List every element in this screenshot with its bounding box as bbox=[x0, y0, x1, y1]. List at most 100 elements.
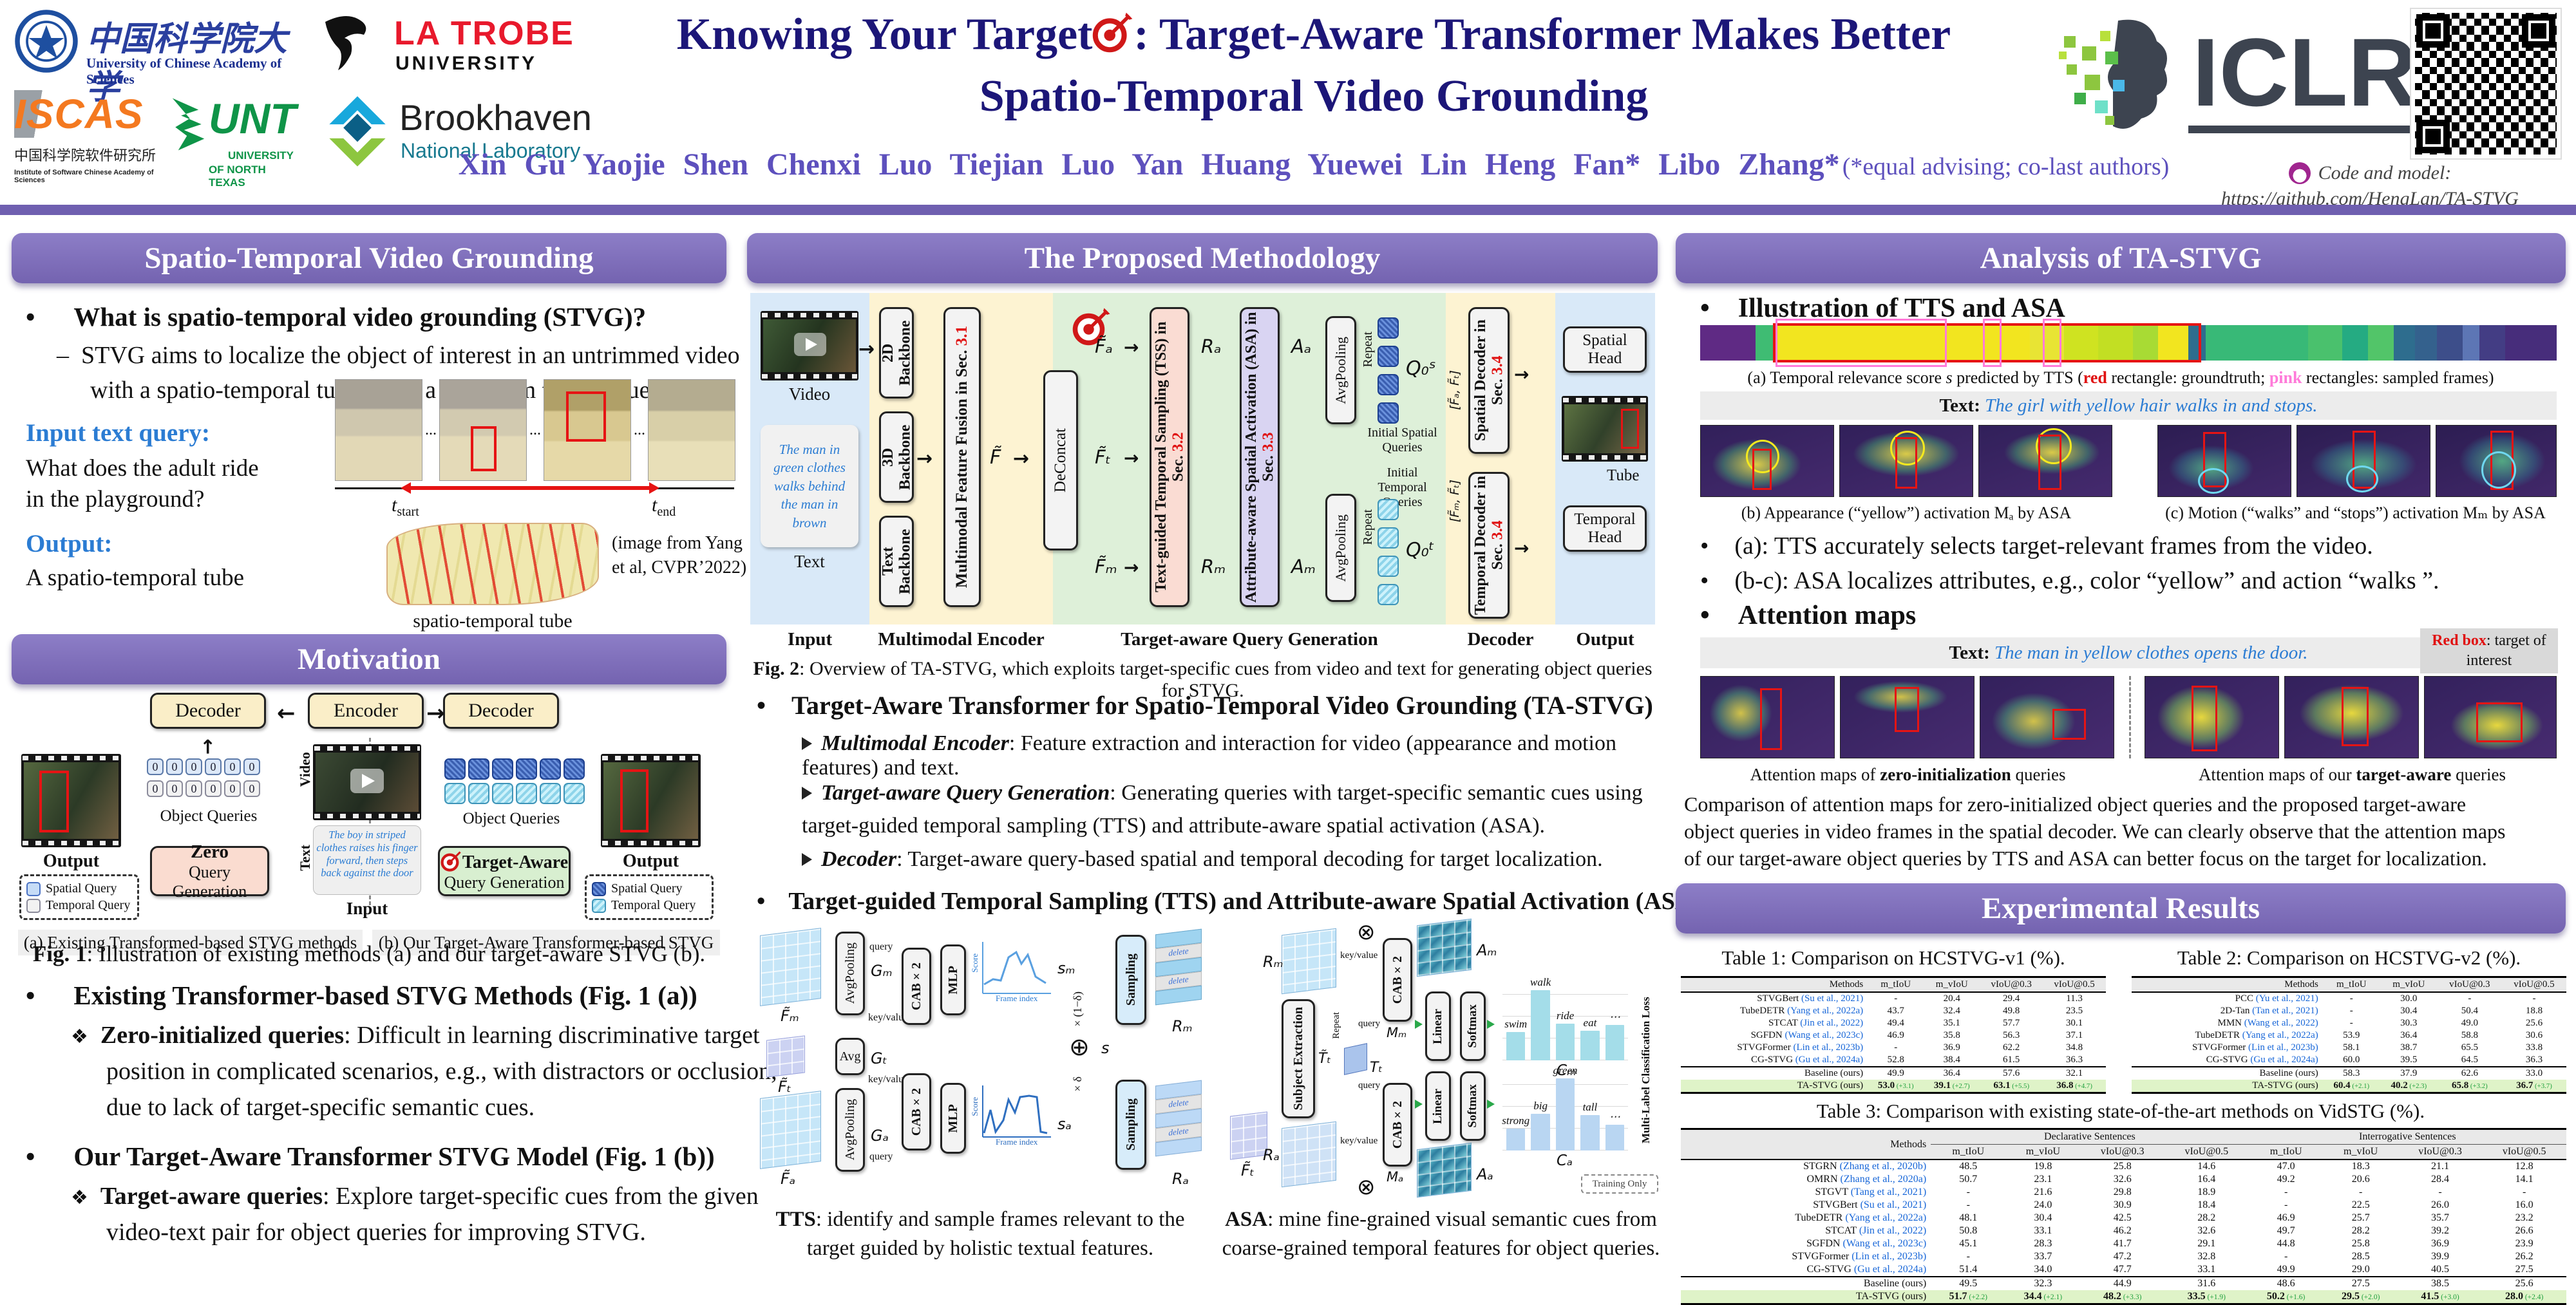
attnmap-ta-2 bbox=[2284, 676, 2419, 758]
groundtruth-red-rect bbox=[1773, 323, 2202, 362]
tastvg-item-3: Decoder: Target-aware query-based spatia… bbox=[802, 847, 1658, 872]
asa-query-bottom: query bbox=[1358, 1080, 1381, 1091]
target-icon bbox=[440, 851, 461, 872]
tastvg-title: •Target-Aware Transformer for Spatio-Tem… bbox=[757, 691, 1653, 720]
score-segment bbox=[2479, 325, 2506, 361]
fig2-ft-label: F̃ₜ bbox=[1095, 446, 1112, 468]
title-post: : Target-Aware Transformer Makes Better bbox=[1133, 10, 1951, 59]
unt-logo: UNT UNIVERSITY OF NORTH TEXAS bbox=[169, 90, 304, 200]
attnmap-zero-2 bbox=[1840, 676, 1975, 758]
code-label: Code and model: bbox=[2318, 162, 2452, 183]
fig2-video bbox=[761, 311, 858, 380]
chart-bar: walk bbox=[1530, 976, 1551, 1060]
query-square bbox=[492, 783, 513, 804]
fig2-am-label: Aₘ bbox=[1291, 556, 1316, 577]
section-header-analysis: Analysis of TA-STVG bbox=[1676, 233, 2566, 283]
fig1-output-left-label: Output bbox=[43, 851, 100, 871]
query-square bbox=[468, 758, 489, 780]
fig1-target-aware-query-generation: Target-Aware Query Generation bbox=[438, 846, 571, 896]
fig1-ta-queries bbox=[443, 757, 589, 784]
arrow-icon: → bbox=[858, 338, 875, 361]
input-query-label: Input text query: bbox=[26, 419, 211, 447]
brookhaven-logo: Brookhaven National Laboratory bbox=[322, 95, 599, 179]
asa-mm-label: Mₘ bbox=[1387, 1025, 1407, 1040]
fig1-text-bubble: The boy in striped clothes raises his fi… bbox=[313, 825, 421, 895]
fig1-text-label: Text bbox=[297, 845, 313, 871]
caption-a: (a) Temporal relevance score s predicted… bbox=[1747, 368, 2494, 387]
image-credit-1: (image from Yang bbox=[612, 533, 743, 553]
frame-dots: ... bbox=[425, 421, 437, 438]
latrobe-sub: UNIVERSITY bbox=[395, 53, 538, 74]
arrow-bullet-icon bbox=[802, 853, 812, 866]
score-segment bbox=[2188, 325, 2206, 361]
asa-ma-label: Mₐ bbox=[1387, 1169, 1404, 1185]
heatmap-b2 bbox=[1839, 425, 1973, 497]
fig1-video-label: Video bbox=[297, 752, 313, 787]
query-square: 0 bbox=[166, 758, 183, 775]
iclr-wordmark: ICLR bbox=[2188, 19, 2421, 133]
video-frame bbox=[544, 379, 631, 481]
qr-code[interactable] bbox=[2410, 8, 2562, 160]
fig1-ta-queries-2 bbox=[443, 782, 589, 809]
heatmap-c2 bbox=[2297, 425, 2430, 497]
score-segment bbox=[2436, 325, 2463, 361]
tts-mlp-top: MLP bbox=[940, 944, 966, 1015]
fig2-qt-label: Q₀ᵗ bbox=[1406, 539, 1435, 561]
fig2-tube-frame bbox=[1562, 396, 1648, 462]
fig2-zone-qgen: Target-aware Query Generation bbox=[1121, 629, 1378, 650]
ucas-name-en: University of Chinese Academy of Science… bbox=[86, 55, 282, 87]
output-label: Output: bbox=[26, 530, 113, 558]
tts-ft-label: F̃ₜ bbox=[778, 1078, 791, 1096]
query-square: 0 bbox=[224, 758, 241, 775]
tts-keyvalue-bottom: key/value bbox=[868, 1074, 909, 1085]
poster-title-line1: Knowing Your Target: Target-Aware Transf… bbox=[580, 9, 2048, 61]
fig2-spatial-decoder: Spatial Decoder in Sec. 3.4 bbox=[1468, 307, 1510, 454]
latrobe-eagle-icon bbox=[325, 16, 366, 70]
sampled-pink-rect bbox=[2043, 319, 2062, 367]
arrow-icon: → bbox=[1514, 538, 1530, 559]
fig2-temporal-query-stack bbox=[1376, 498, 1402, 611]
target-icon bbox=[1093, 12, 1133, 53]
section-header-motivation: Motivation bbox=[12, 634, 726, 684]
fig1-object-queries-label-right: Object Queries bbox=[462, 810, 560, 827]
attnmap-zero-3 bbox=[1980, 676, 2114, 758]
score-segment bbox=[2368, 325, 2394, 361]
table1-title: Table 1: Comparison on HCSTVG-v1 (%). bbox=[1721, 946, 2065, 969]
bar-label: ⋯ bbox=[1609, 1010, 1620, 1023]
input-query-line1: What does the adult ride bbox=[26, 455, 259, 482]
fig1-caption-b: (b) Our Target-Aware Transformer-based S… bbox=[372, 930, 720, 955]
ucas-emblem-icon bbox=[15, 10, 78, 73]
fig2-text-bubble: The man in green clothes walks behind th… bbox=[761, 425, 858, 547]
arrow-icon: → bbox=[426, 700, 445, 726]
query-square bbox=[540, 758, 561, 780]
existing-body-2: position in complicated scenarios, e.g.,… bbox=[106, 1058, 777, 1085]
query-square bbox=[564, 783, 585, 804]
arrow-bullet-icon bbox=[802, 787, 812, 800]
tts-cab-bottom: CAB×2 bbox=[902, 1073, 931, 1150]
sampled-pink-rect bbox=[1982, 319, 2002, 367]
unt-sub1: UNIVERSITY bbox=[228, 149, 294, 162]
attnmap-zero-1 bbox=[1700, 676, 1835, 758]
fig2-spatial-query-stack bbox=[1376, 316, 1402, 429]
tts-score-plot-top: Score Frame index bbox=[970, 938, 1054, 1003]
asa-aa-label: Aₐ bbox=[1477, 1165, 1493, 1183]
fig2-multimodal-fusion: Multimodal Feature Fusion in Sec. 3.1 bbox=[943, 307, 981, 607]
frame-dots: ... bbox=[529, 421, 541, 438]
tts-ga-label: Gₐ bbox=[871, 1127, 889, 1145]
green-arrow-icon bbox=[1415, 1020, 1423, 1029]
asa-subject-extraction: Subject Extraction bbox=[1282, 999, 1315, 1118]
tts-diagram: F̃ₘ AvgPooling Gₘ F̃ₜ Avg Gₜ F̃ₐ AvgPool… bbox=[755, 922, 1206, 1196]
existing-title: •Existing Transformer-based STVG Methods… bbox=[26, 981, 697, 1010]
section-header-methodology: The Proposed Methodology bbox=[747, 233, 1658, 283]
query-square bbox=[1378, 374, 1399, 395]
query-square: 0 bbox=[147, 758, 164, 775]
video-frame bbox=[439, 379, 527, 481]
